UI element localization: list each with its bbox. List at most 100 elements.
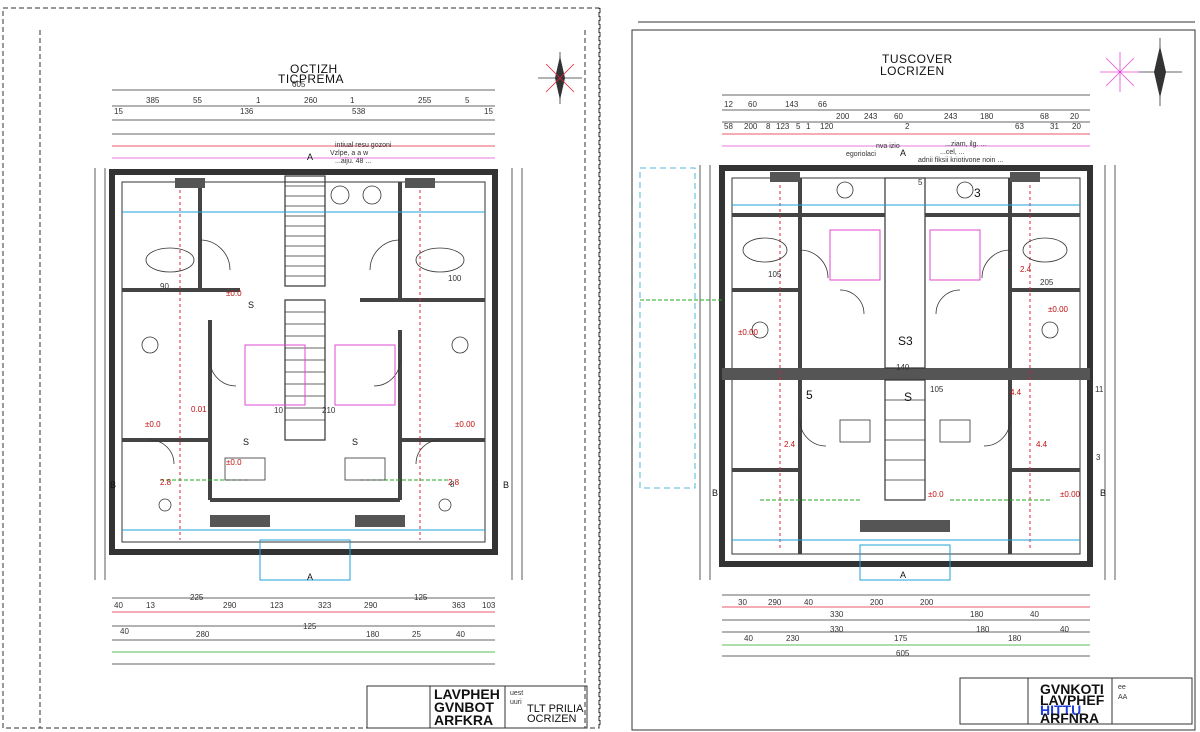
left-note-line-0: intiual resu gozoni	[335, 142, 392, 149]
right-bottom-dim-row2-4: 180	[976, 625, 990, 634]
left-top-dim-5: 255	[418, 96, 432, 105]
right-bottom-dim-row2-0: 40	[744, 634, 753, 643]
right-section-mark-1: A	[900, 570, 907, 580]
left-bottom-dim-7: 125	[414, 593, 428, 602]
right-interior-dim-3: 205	[1040, 278, 1054, 287]
right-title-block-line-3: ARFNRA	[1040, 710, 1100, 726]
left-interior-dim-4: 8	[450, 480, 455, 489]
right-top-dim-3: 66	[818, 100, 827, 109]
left-bottom-dim-6: 290	[364, 601, 378, 610]
left-top-dimension-lines	[112, 89, 495, 159]
left-bottom-dim-row2-5: 40	[456, 630, 465, 639]
right-room-label-1: S	[904, 390, 913, 404]
left-section-mark-3: B	[503, 480, 510, 490]
right-title-line1: TUSCOVER	[882, 52, 953, 66]
right-bottom-dim-7: 40	[1030, 610, 1039, 619]
right-bottom-dim-1: 290	[768, 598, 782, 607]
right-bottom-dimension-lines	[722, 594, 1090, 657]
left-title-block-line-1: GVNBOT	[434, 699, 494, 715]
left-bottom-dim-9: 103	[482, 601, 496, 610]
left-bottom-dim-row2-1: 280	[196, 630, 210, 639]
right-bottom-dim-6: 180	[970, 610, 984, 619]
left-top-dim-row2-0: 15	[114, 107, 123, 116]
left-section-mark-1: A	[307, 572, 314, 582]
left-interior-dim-1: 90	[160, 282, 169, 291]
right-bottom-dim-2: 40	[804, 598, 813, 607]
right-interior-dim-5: 11	[1095, 385, 1104, 394]
left-title-block-line-0: LAVPHEH	[434, 686, 500, 702]
right-level-4: 4.4	[1036, 440, 1048, 449]
right-top-dim-6: 60	[894, 112, 903, 121]
right-level-1: ±0.00	[1048, 305, 1068, 314]
left-note-line-2: ...aiju. 48 ...	[335, 158, 372, 165]
right-room-label-3: 5	[806, 388, 813, 402]
left-top-dim-row2-2: 538	[352, 107, 366, 116]
right-top-dim-row2-1: 200	[744, 122, 758, 131]
left-level-2: ±0.0	[226, 458, 242, 467]
right-sheet-frame	[599, 8, 1196, 731]
left-top-dim-2: 1	[256, 96, 261, 105]
right-section-mark-0: A	[900, 148, 907, 158]
right-note-line-0: nva izio	[876, 143, 900, 150]
left-interior-dim-3: 10	[274, 406, 283, 415]
left-interior-dim-2: 210	[322, 406, 336, 415]
right-top-dim-row2-10: 20	[1072, 122, 1081, 131]
left-top-dim-0: 385	[146, 96, 160, 105]
left-title-block-line-2: ARFKRA	[434, 712, 494, 728]
left-bottom-dim-1: 13	[146, 601, 155, 610]
left-room-label-2: S	[352, 437, 359, 447]
right-bottom-dim-row2-2: 330	[830, 625, 844, 634]
right-interior-dim-6: 3	[1096, 453, 1101, 462]
left-bottom-dim-row2-0: 40	[120, 627, 129, 636]
left-top-dim-6: 5	[465, 96, 470, 105]
left-overall-dim: 605	[292, 80, 306, 89]
left-title-block-frame	[366, 685, 588, 729]
right-interior-dim-2: 140	[896, 363, 910, 372]
right-interior-dim-1: 105	[930, 385, 944, 394]
left-bottom-dim-0: 40	[114, 601, 123, 610]
left-bottom-dim-4: 123	[270, 601, 284, 610]
right-title-block-line-0: GVNKOTI	[1040, 681, 1104, 697]
right-interior-dim-4: 5	[918, 178, 923, 187]
right-title-block-line-2: HITTU	[1040, 702, 1082, 718]
right-top-dimension-lines	[722, 94, 1090, 147]
right-bottom-dim-row2-3: 175	[894, 634, 908, 643]
right-top-dim-8: 180	[980, 112, 994, 121]
right-top-dim-7: 243	[944, 112, 958, 121]
left-level-0: ±0.0	[226, 289, 242, 298]
right-top-dim-row2-3: 123	[776, 122, 790, 131]
right-level-5: 4.4	[1010, 388, 1022, 397]
right-top-dim-1: 60	[748, 100, 757, 109]
left-title-line1: OCTIZH	[290, 62, 338, 76]
north-arrow-icon	[538, 52, 582, 104]
left-top-dim-row2-3: 15	[484, 107, 493, 116]
left-top-dim-4: 1	[350, 96, 355, 105]
left-bottom-dim-row2-3: 180	[366, 630, 380, 639]
left-bottom-dimension-lines	[112, 597, 495, 665]
right-top-dim-4: 200	[836, 112, 850, 121]
left-level-4: 0.01	[191, 405, 207, 414]
left-top-dim-row2-1: 136	[240, 107, 254, 116]
left-title-block-label-1: TLT PRILIA	[527, 703, 584, 715]
right-bottom-dim-row2-6: 40	[1060, 625, 1069, 634]
left-level-5: 2.8	[160, 478, 172, 487]
right-note-line-1: egoriolaci	[846, 151, 876, 158]
left-top-dim-1: 55	[193, 96, 202, 105]
left-section-mark-0: A	[307, 152, 314, 162]
right-note-line-2: ...ziam, ilg. ...	[945, 141, 987, 148]
right-top-dim-row2-6: 120	[820, 122, 834, 131]
left-note-line-1: Vzlpe, a a w	[330, 150, 369, 157]
right-level-6: 2.4	[784, 440, 796, 449]
compass-rose-icon	[1100, 38, 1182, 106]
right-section-mark-3: B	[1100, 488, 1107, 498]
left-title-block-label-2: OCRIZEN	[527, 713, 577, 725]
right-top-dim-5: 243	[864, 112, 878, 121]
right-top-dim-10: 20	[1070, 112, 1079, 121]
left-bottom-dim-3: 290	[223, 601, 237, 610]
right-floor-plan	[639, 165, 1116, 581]
left-room-label-1: S	[243, 437, 250, 447]
right-level-3: ±0.00	[1060, 490, 1080, 499]
right-top-dim-row2-8: 63	[1015, 122, 1024, 131]
right-title-block-small-0: ee	[1118, 684, 1126, 691]
